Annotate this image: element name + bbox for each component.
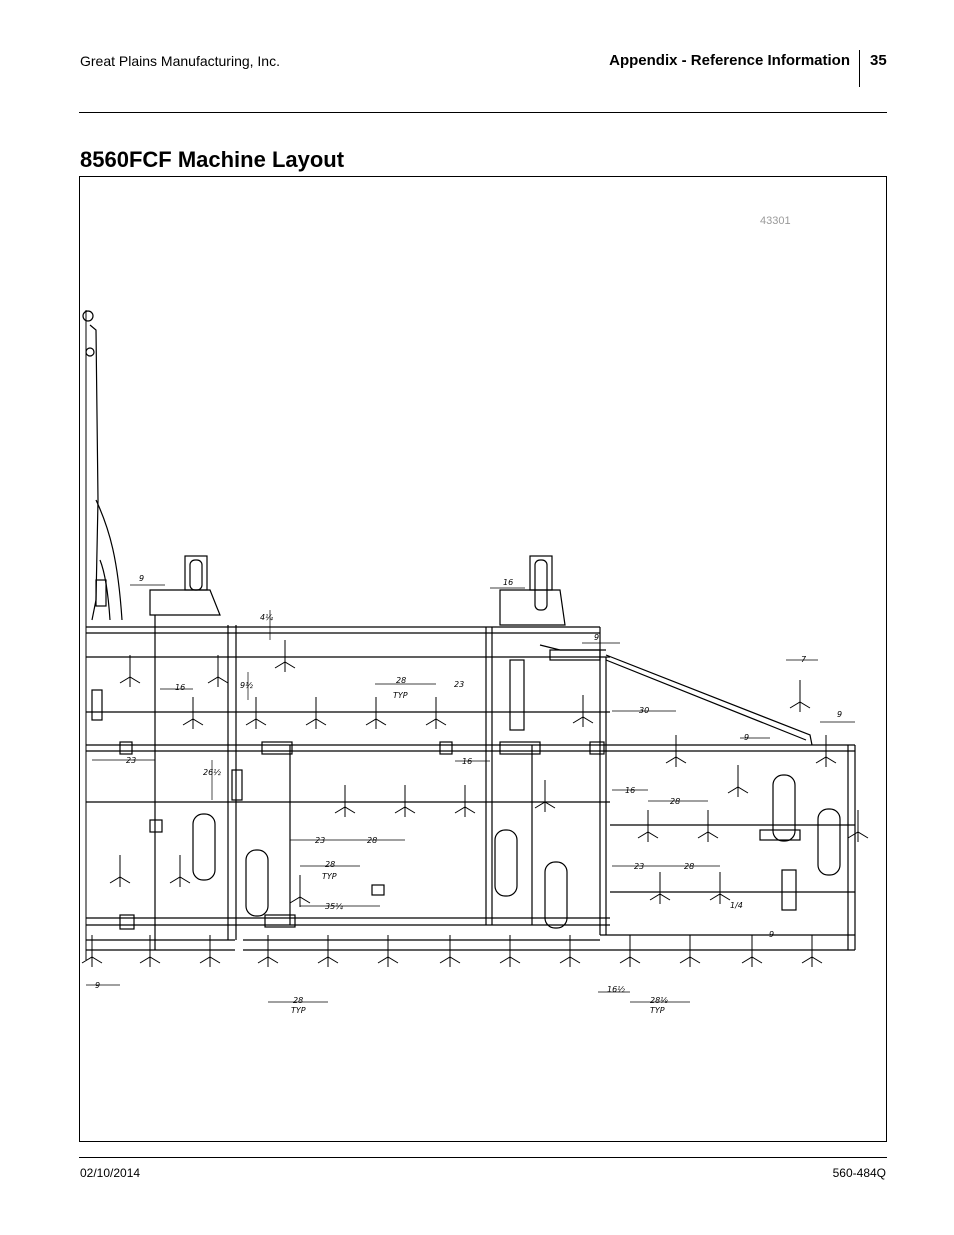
page-title: 8560FCF Machine Layout (80, 147, 345, 172)
header-rule (79, 112, 887, 113)
section-title: Appendix - Reference Information (609, 52, 850, 69)
dim-label: TYP (393, 691, 408, 700)
dim-label: 30 (639, 706, 649, 715)
dim-label: 7 (801, 655, 807, 664)
dim-label: 9 (594, 633, 599, 642)
dim-label: 4¼ (260, 613, 273, 622)
dim-label: 23 (634, 862, 644, 871)
dim-label: 16 (625, 786, 635, 795)
dim-label: 16½ (607, 985, 625, 994)
dim-label: 28 (684, 862, 694, 871)
dim-label: 28 (293, 996, 303, 1005)
company-name: Great Plains Manufacturing, Inc. (80, 53, 280, 69)
dim-label: 28 (396, 676, 406, 685)
document-number: 560-484Q (832, 1166, 886, 1180)
dim-label: 9 (769, 930, 774, 939)
dim-label: 23 (315, 836, 325, 845)
figure-id: 43301 (760, 215, 791, 227)
dim-label: 9 (95, 981, 100, 990)
figure-frame (79, 176, 887, 1142)
header-divider (859, 50, 860, 87)
dim-label: 9 (139, 574, 144, 583)
dim-label: TYP (650, 1006, 665, 1015)
dim-label: 9 (744, 733, 749, 742)
footer-date: 02/10/2014 (80, 1166, 141, 1180)
dim-label: 26½ (203, 768, 221, 777)
dim-label: 28 (367, 836, 377, 845)
dim-label: 16 (462, 757, 472, 766)
dim-label: 23 (126, 756, 136, 765)
page-number: 35 (870, 52, 887, 69)
dim-label: 1/4 (730, 901, 743, 910)
dim-label: 28 (325, 860, 335, 869)
dim-label: TYP (322, 872, 337, 881)
footer-rule (79, 1157, 887, 1158)
dim-label: 23 (454, 680, 464, 689)
dim-label: 16 (175, 683, 185, 692)
dim-label: 28⅛ (650, 996, 668, 1005)
dim-label: 28 (670, 797, 680, 806)
dim-label: 9½ (240, 681, 253, 690)
dim-label: 16 (503, 578, 513, 587)
dim-label: 35¼ (325, 902, 343, 911)
dim-label: TYP (291, 1006, 306, 1015)
dim-label: 9 (837, 710, 842, 719)
